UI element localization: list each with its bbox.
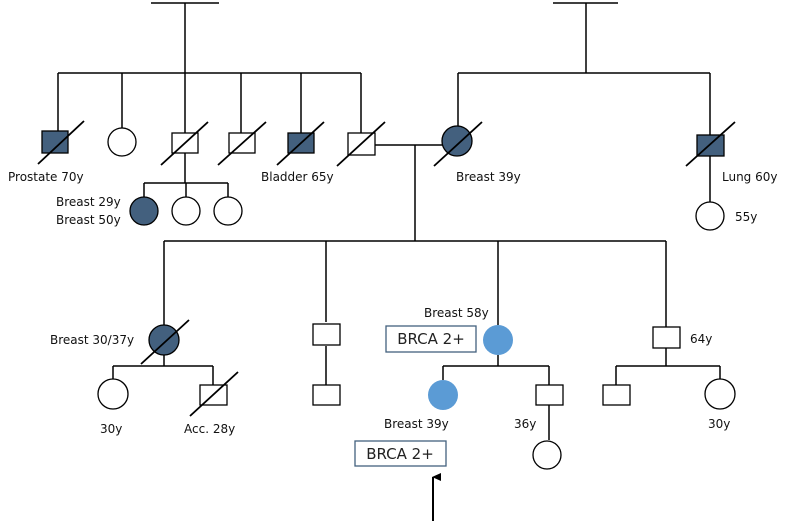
label-age-36: 36y [514, 417, 536, 431]
brca-result-proband: BRCA 2+ [366, 445, 434, 463]
son-of-mother [535, 384, 564, 406]
label-prostate: Prostate 70y [8, 170, 84, 184]
pat-uncle-1 [37, 120, 85, 165]
sibling-1 [140, 319, 190, 365]
connector-lines [57, 2, 721, 440]
label-breast-50: Breast 50y [56, 213, 121, 227]
label-breast-39-gen2: Breast 39y [456, 170, 521, 184]
pat-aunt-1 [107, 127, 137, 157]
mat-uncle [685, 121, 736, 167]
mat-cousin [695, 201, 725, 231]
label-breast-39-proband: Breast 39y [384, 417, 449, 431]
son-of-sibling-2 [312, 384, 341, 406]
pat-uncle-2 [160, 121, 209, 166]
pat-uncle-3 [217, 121, 267, 166]
son-of-sibling-4 [602, 384, 631, 406]
mother [483, 325, 513, 355]
brca-box-proband: BRCA 2+ [354, 440, 447, 467]
cousin-3 [213, 196, 243, 226]
label-age-64: 64y [690, 332, 712, 346]
nephew-1 [189, 371, 239, 417]
daughter-of-sibling-4 [704, 378, 736, 410]
proband [428, 380, 458, 410]
label-lung: Lung 60y [722, 170, 778, 184]
label-age-30-left: 30y [100, 422, 122, 436]
label-breast-58: Breast 58y [424, 306, 489, 320]
cousin-2 [171, 196, 201, 226]
label-bladder: Bladder 65y [261, 170, 334, 184]
label-breast-29: Breast 29y [56, 195, 121, 209]
brca-box-mother: BRCA 2+ [385, 325, 477, 353]
labels: Prostate 70y Bladder 65y Breast 29y Brea… [8, 170, 778, 436]
niece-1 [97, 378, 129, 410]
father [336, 121, 386, 167]
label-breast-30-37: Breast 30/37y [50, 333, 134, 347]
sibling-2 [312, 323, 341, 346]
cousin-1 [129, 196, 159, 226]
mother-gen2 [433, 121, 483, 167]
brca-result-mother: BRCA 2+ [397, 330, 465, 348]
pat-uncle-4 [276, 121, 325, 166]
sibling-4 [652, 326, 681, 349]
label-age-30-right: 30y [708, 417, 730, 431]
label-acc-28: Acc. 28y [184, 422, 235, 436]
granddaughter [532, 440, 562, 470]
label-age-55: 55y [735, 210, 757, 224]
